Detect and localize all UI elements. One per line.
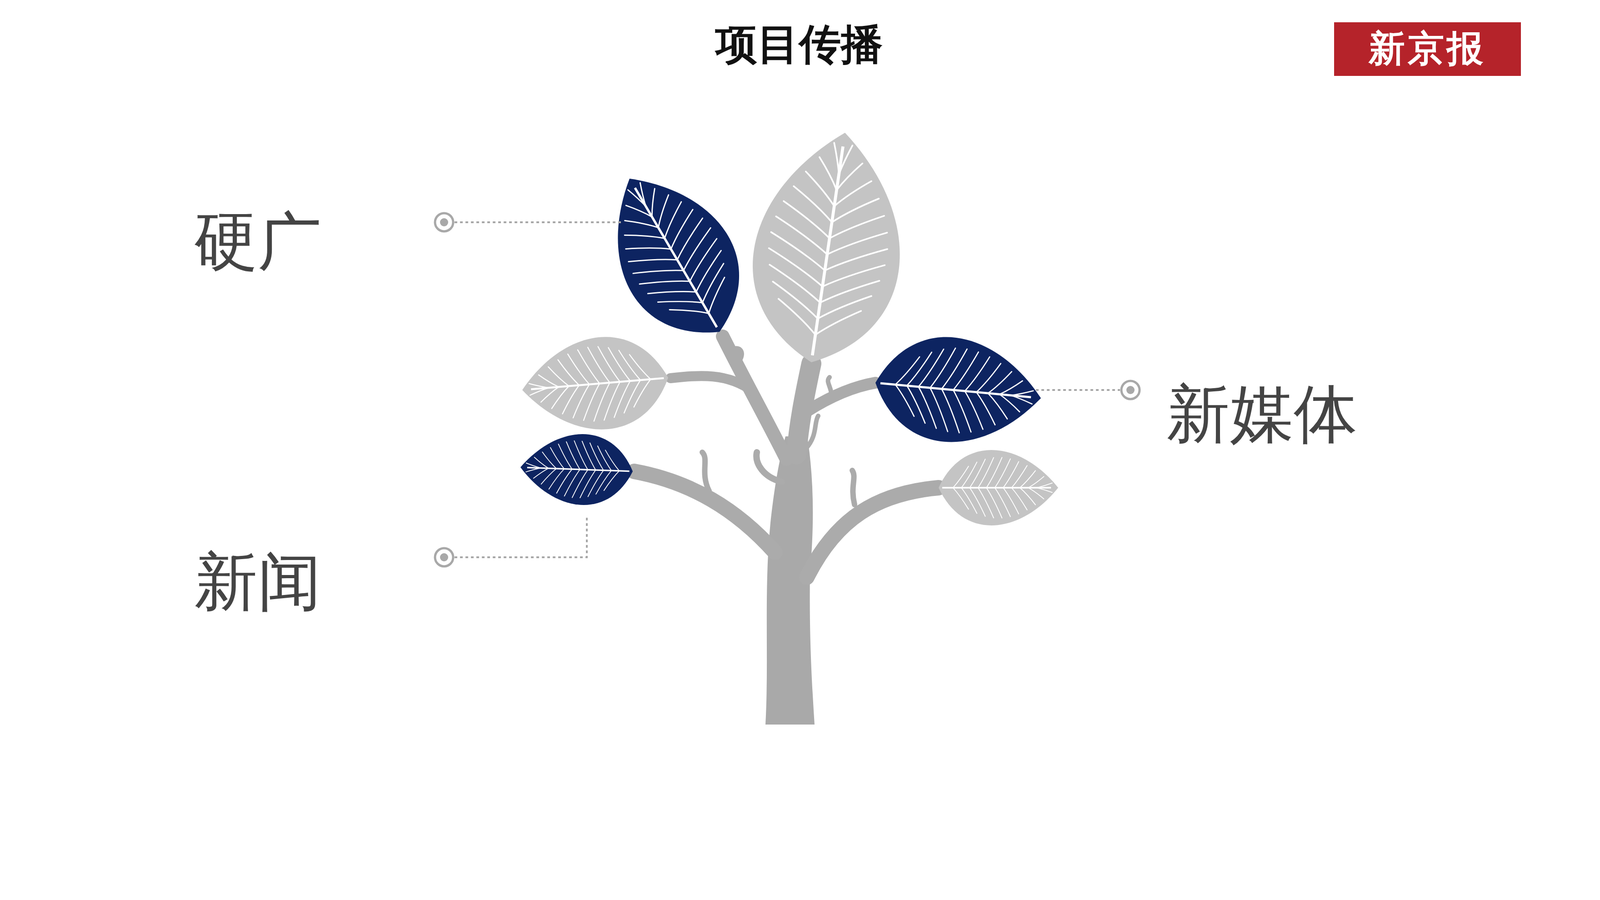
category-label: 硬广 [194, 205, 322, 279]
leaf-shape [581, 150, 768, 361]
page-title: 项目传播 [715, 20, 883, 70]
category-label: 新闻 [194, 545, 322, 619]
logo-box: 新京报 [1334, 22, 1521, 76]
leader-dots [435, 213, 1140, 567]
leader-lines [454, 222, 1120, 558]
logo-text: 新京报 [1368, 24, 1486, 74]
leaf-shape [518, 331, 672, 436]
leaf-shape [938, 450, 1059, 526]
leaf-shape [519, 431, 635, 507]
leaf-shape [870, 330, 1046, 450]
category-label: 新媒体 [1166, 377, 1358, 451]
leaf-shape [739, 122, 918, 374]
